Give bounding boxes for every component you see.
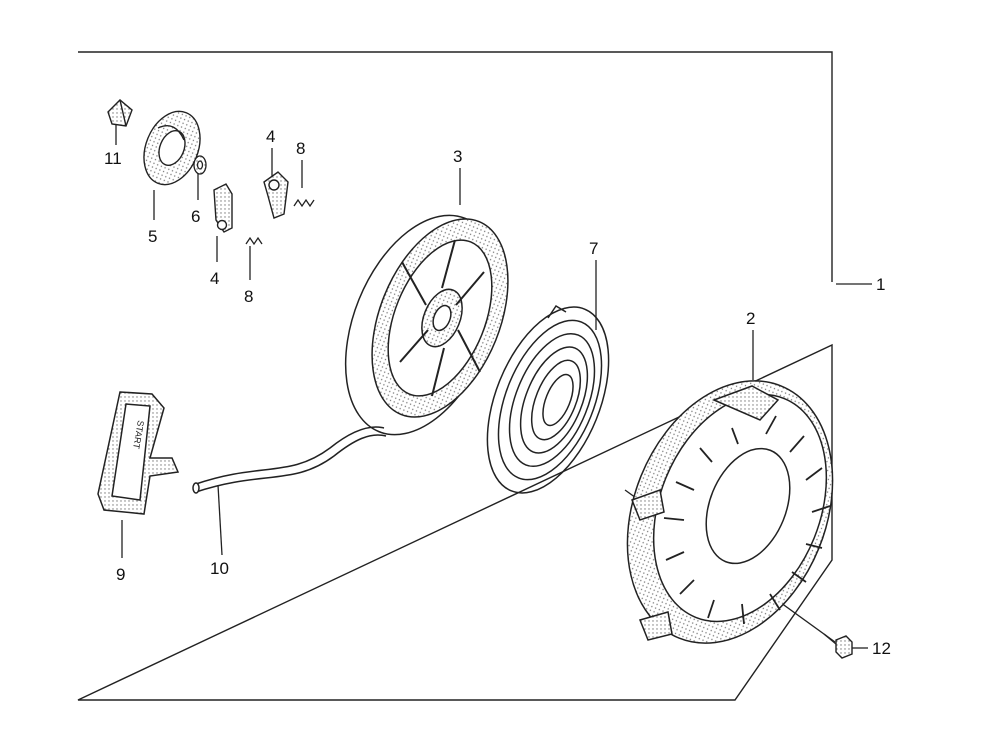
part-6-washer	[193, 155, 207, 175]
part-11-cap	[107, 99, 133, 127]
part-2-starter-case	[626, 380, 834, 644]
callout-11: 11	[104, 149, 122, 168]
callout-3: 3	[453, 147, 462, 166]
handle-start-text: START	[131, 420, 146, 450]
callout-2: 2	[746, 309, 755, 328]
part-12-bolt	[823, 633, 853, 659]
callout-8-upper: 8	[296, 139, 305, 158]
part-8-spring-upper	[293, 198, 315, 208]
part-7-recoil-spring	[486, 304, 610, 494]
part-5-friction-plate	[143, 110, 201, 186]
callout-7: 7	[589, 239, 598, 258]
part-4-ratchet-upper	[263, 171, 289, 219]
part-10-rope	[192, 426, 387, 494]
callout-12: 12	[872, 639, 891, 658]
callout-1: 1	[876, 275, 885, 294]
part-8-spring-lower	[245, 236, 263, 246]
part-4-ratchet-lower	[213, 183, 233, 233]
part-3-reel	[344, 214, 509, 436]
callout-9: 9	[116, 565, 125, 584]
callout-10: 10	[210, 559, 229, 578]
callout-6: 6	[191, 207, 200, 226]
callout-4-upper: 4	[266, 127, 275, 146]
part-9-starter-handle: START	[97, 391, 180, 515]
callout-5: 5	[148, 227, 157, 246]
callout-4-lower: 4	[210, 269, 219, 288]
callout-8-lower: 8	[244, 287, 253, 306]
